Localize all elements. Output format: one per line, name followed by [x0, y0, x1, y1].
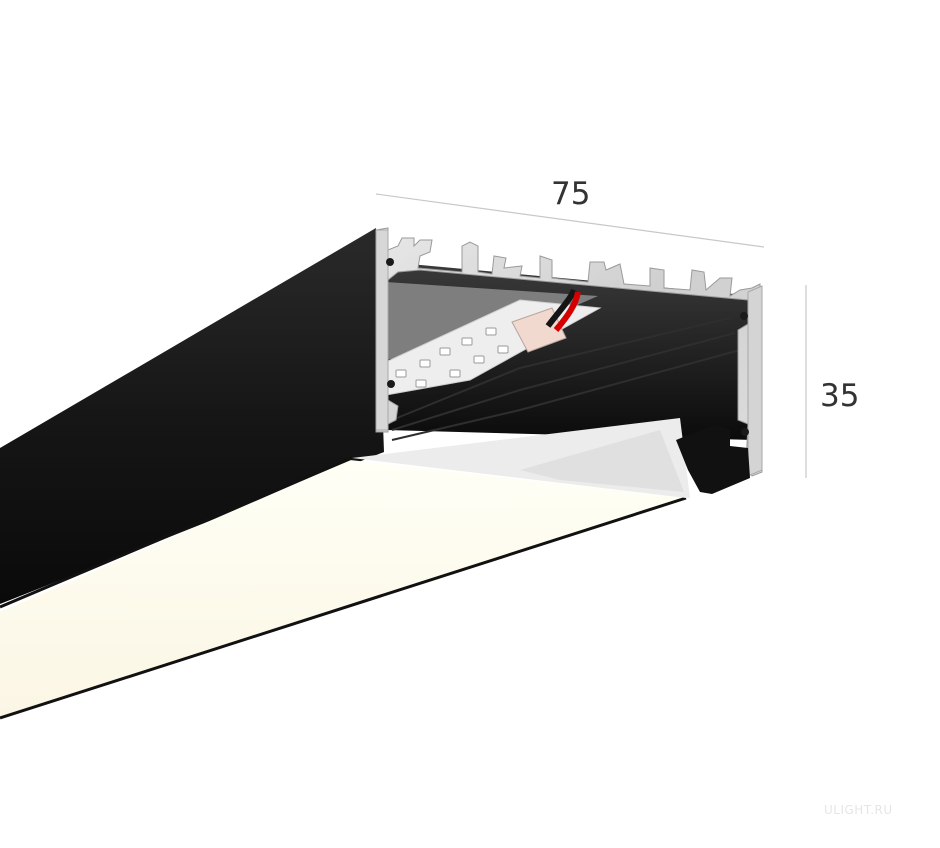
led-chip — [449, 369, 461, 378]
led-chip — [419, 359, 431, 368]
height-dimension-label: 35 — [820, 378, 860, 414]
wire-black — [545, 288, 577, 328]
watermark: ULIGHT.RU — [824, 803, 893, 817]
connector — [511, 288, 581, 353]
wire-red — [553, 291, 581, 332]
led-chip — [415, 379, 427, 388]
width-dimension-line — [375, 193, 765, 248]
led-chip — [485, 327, 497, 336]
led-chip — [473, 355, 485, 364]
dimension-lines — [375, 193, 807, 478]
diffuser-upper-edge — [0, 456, 353, 609]
profile-side-face — [0, 228, 384, 604]
inner-ridges — [391, 317, 741, 441]
end-cap-left-wall — [375, 229, 389, 431]
led-chip — [439, 347, 451, 356]
led-chip — [497, 345, 509, 354]
led-chip — [395, 369, 407, 378]
mounting-clip — [676, 424, 750, 494]
diffuser-bottom — [0, 460, 686, 718]
diffuser-end-shadow — [520, 430, 684, 492]
led-chip — [461, 337, 473, 346]
width-dimension-label: 75 — [551, 176, 591, 212]
screw-holes — [386, 258, 749, 436]
end-cap-right-wall — [747, 285, 763, 477]
diffuser-lower-edge — [0, 496, 687, 720]
